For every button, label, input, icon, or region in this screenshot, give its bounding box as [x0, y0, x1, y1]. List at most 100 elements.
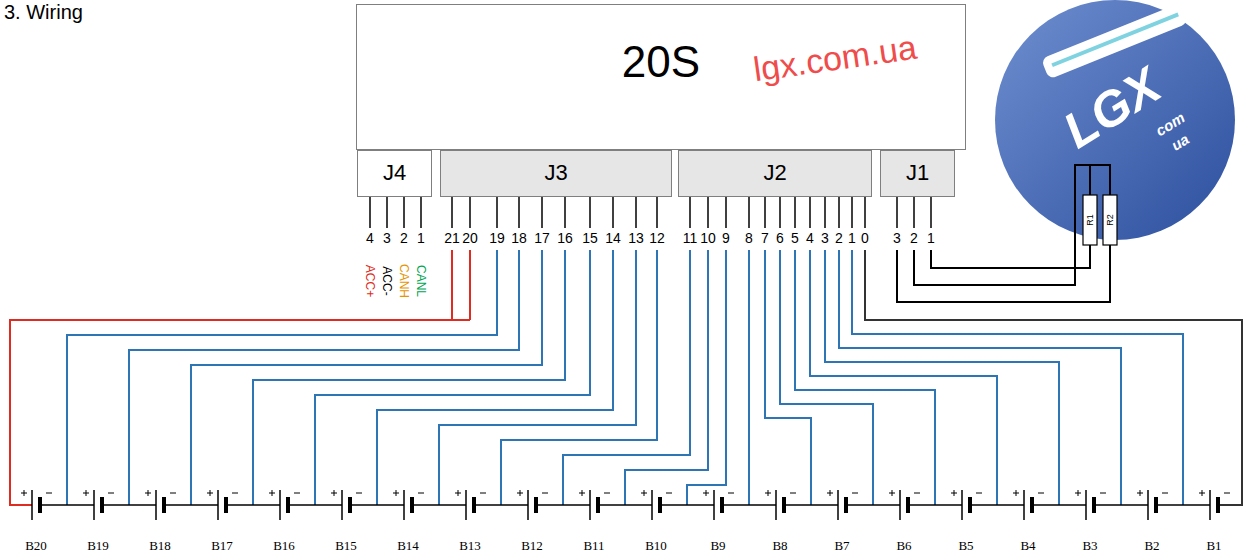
plus-sign	[644, 490, 645, 496]
connector-block: J1	[880, 150, 955, 197]
pin-number: 8	[745, 230, 753, 246]
cell-label: B4	[1020, 539, 1035, 552]
bms-board: 20S	[356, 4, 966, 150]
series-link	[350, 504, 404, 506]
pin-lead	[518, 197, 520, 228]
cell-label: B12	[521, 539, 543, 552]
pin-lead	[589, 197, 591, 228]
pin-lead	[748, 197, 750, 228]
cell-label: B7	[834, 539, 849, 552]
plus-sign	[830, 490, 831, 496]
pin-number: 11	[683, 230, 698, 246]
cell-label: B13	[459, 539, 481, 552]
cell-label: B8	[772, 539, 787, 552]
logo-pen	[1041, 3, 1188, 80]
pin-number: 16	[557, 230, 573, 246]
series-link	[722, 504, 776, 506]
minus-sign	[1038, 493, 1044, 494]
box-label: J2	[763, 161, 786, 185]
series-link	[908, 504, 962, 506]
plus-sign	[396, 490, 397, 496]
pin-lead	[369, 197, 371, 228]
plus-sign	[1078, 490, 1079, 496]
wire	[1089, 165, 1091, 195]
pin-number: 0	[861, 230, 869, 246]
pin-number: 18	[511, 230, 527, 246]
minus-sign	[666, 493, 672, 494]
box-label: J3	[544, 161, 567, 185]
plus-sign	[768, 490, 769, 496]
wire	[67, 250, 497, 505]
wire	[439, 250, 636, 505]
minus-sign	[232, 493, 238, 494]
pin-lead	[689, 197, 691, 228]
pin-lead	[612, 197, 614, 228]
cell-label: B15	[335, 539, 357, 552]
series-link	[598, 504, 652, 506]
wire	[451, 250, 453, 320]
pin-lead	[469, 197, 471, 228]
pin-lead	[420, 197, 422, 228]
pin-lead	[809, 197, 811, 228]
wire	[748, 250, 750, 505]
minus-sign	[480, 493, 486, 494]
pin-number: 2	[400, 230, 408, 246]
pin-number: 9	[722, 230, 730, 246]
wire	[625, 250, 708, 505]
plus-sign	[520, 490, 521, 496]
battery-plate	[1216, 497, 1220, 513]
series-link	[660, 504, 714, 506]
wire	[129, 250, 519, 505]
series-link	[474, 504, 528, 506]
signal-name: ACC+	[364, 265, 376, 297]
plus-sign	[272, 490, 273, 496]
plus-sign	[210, 490, 211, 496]
pin-lead	[794, 197, 796, 228]
cell-label: B20	[25, 539, 47, 552]
minus-sign	[356, 493, 362, 494]
series-link	[970, 504, 1024, 506]
pin-number: 3	[893, 230, 901, 246]
cell-label: B11	[583, 539, 604, 552]
wire	[10, 320, 470, 505]
plus-sign	[148, 490, 149, 496]
pin-number: 21	[444, 230, 460, 246]
pin-number: 14	[605, 230, 621, 246]
wire	[191, 250, 542, 505]
minus-sign	[728, 493, 734, 494]
pin-number: 3	[821, 230, 829, 246]
plus-sign	[1202, 490, 1203, 496]
pin-number: 10	[700, 230, 716, 246]
series-link	[40, 504, 94, 506]
wire	[852, 250, 1183, 505]
cell-label: B2	[1144, 539, 1159, 552]
cell-label: B19	[87, 539, 109, 552]
pin-number: 7	[761, 230, 769, 246]
plus-sign	[86, 490, 87, 496]
cell-label: B5	[958, 539, 973, 552]
minus-sign	[294, 493, 300, 494]
signal-name: CANH	[398, 264, 410, 298]
battery-plate	[31, 490, 33, 520]
plus-sign	[334, 490, 335, 496]
pin-lead	[403, 197, 405, 228]
minus-sign	[418, 493, 424, 494]
pin-number: 17	[534, 230, 550, 246]
series-link	[1156, 504, 1210, 506]
pin-number: 1	[848, 230, 856, 246]
pin-lead	[930, 197, 932, 228]
series-link	[846, 504, 900, 506]
pin-number: 4	[806, 230, 814, 246]
pin-lead	[764, 197, 766, 228]
series-link	[288, 504, 342, 506]
resistor-label: R2	[1106, 214, 1115, 226]
connector-block: J3	[440, 150, 672, 197]
cell-label: B10	[645, 539, 667, 552]
pin-number: 19	[489, 230, 505, 246]
pin-lead	[725, 197, 727, 228]
box-label: J1	[906, 161, 929, 185]
pin-number: 1	[927, 230, 935, 246]
box-label: J4	[383, 161, 406, 185]
wire	[315, 250, 590, 505]
minus-sign	[108, 493, 114, 494]
